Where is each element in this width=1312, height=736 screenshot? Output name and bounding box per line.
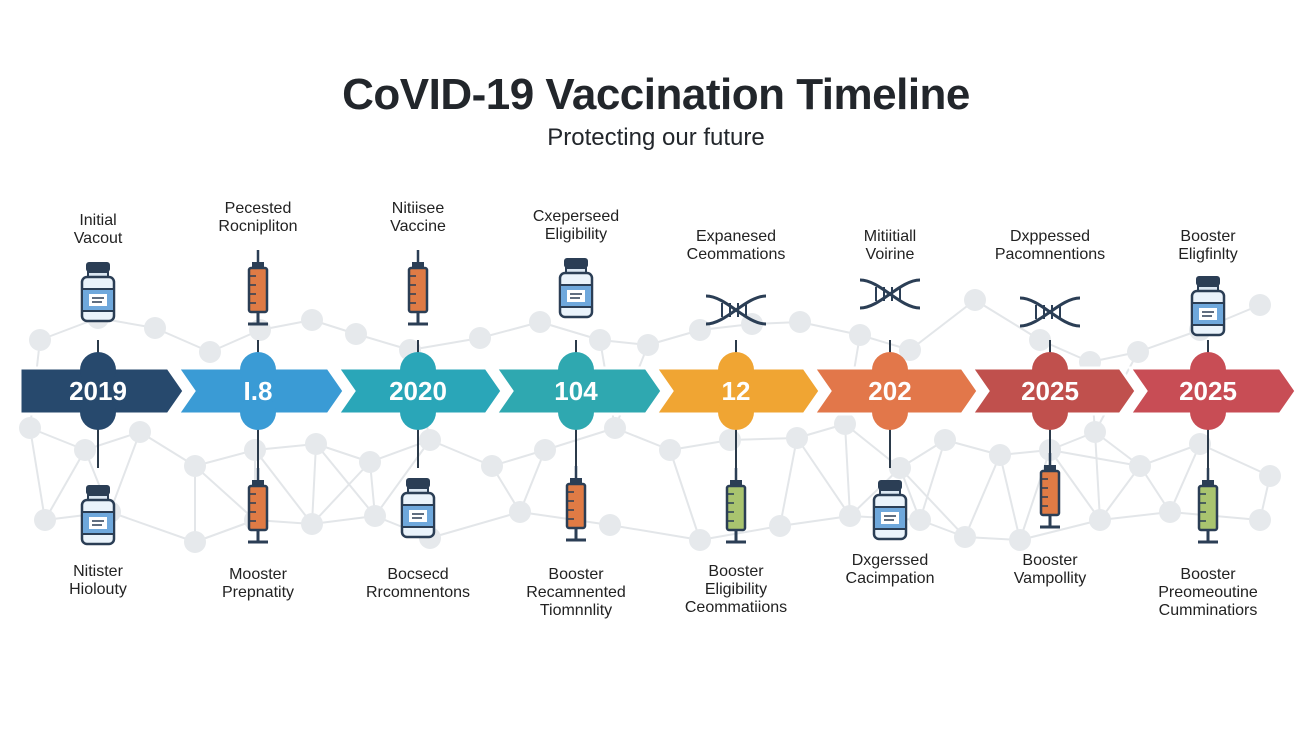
milestone-bottom-label: Mooster Prepnatity [221, 566, 295, 601]
vial-icon [80, 485, 116, 546]
timeline-segment: 2025 [1127, 352, 1298, 430]
segment-bump-top [872, 352, 908, 388]
syringe-icon [565, 466, 587, 542]
segment-bump-bottom [80, 394, 116, 430]
year-label: 2025 [1021, 376, 1079, 406]
segment-bump-bottom [240, 394, 276, 430]
segment-arrow [175, 366, 346, 416]
timeline-segment: 2025 [969, 352, 1138, 430]
segment-bump-top [400, 352, 436, 388]
timeline-segment: 2019 [18, 352, 186, 430]
segment-bump-top [240, 352, 276, 388]
segment-arrow [335, 366, 504, 416]
syringe-icon [407, 250, 429, 326]
year-label: I.8 [244, 376, 273, 406]
segment-bump-bottom [558, 394, 594, 430]
syringe-icon [247, 468, 269, 544]
syringe-icon [1197, 468, 1219, 544]
vial-icon [872, 480, 908, 541]
segment-bump-top [1032, 352, 1068, 388]
segment-bump-top [1190, 352, 1226, 388]
segment-arrow [493, 366, 664, 416]
timeline-segment: I.8 [175, 352, 346, 430]
segment-bump-bottom [1032, 394, 1068, 430]
segment-bump-top [718, 352, 754, 388]
milestone-bottom-label: Dxgerssed Cacimpation [845, 552, 935, 587]
segment-bump-bottom [872, 394, 908, 430]
year-label: 12 [722, 376, 751, 406]
year-label: 2025 [1179, 376, 1237, 406]
dna-icon [859, 278, 921, 310]
milestone-bottom-label: Booster Preomeoutine Cumminatiors [1158, 566, 1258, 619]
timeline-segment: 104 [493, 352, 664, 430]
milestone-top-label: Pecested Rocnipliton [218, 200, 298, 235]
year-label: 202 [868, 376, 911, 406]
vial-icon [80, 262, 116, 323]
year-label: 2019 [69, 376, 127, 406]
segment-arrow [653, 366, 822, 416]
milestone-top-label: Mitiitiall Voirine [863, 228, 917, 263]
milestone-top-label: Dxppessed Pacomnentions [994, 228, 1106, 263]
milestone-top-label: Initial Vacout [73, 212, 123, 247]
syringe-icon [247, 250, 269, 326]
timeline-segment: 2020 [335, 352, 504, 430]
segment-arrow [811, 366, 980, 416]
milestone-bottom-label: Booster Eligibility Ceommatiions [684, 563, 788, 616]
dna-icon [705, 294, 767, 326]
page-subtitle: Protecting our future [547, 124, 765, 151]
timeline-segment: 202 [811, 352, 980, 430]
segment-arrow [969, 366, 1138, 416]
segment-arrow [18, 366, 186, 416]
milestone-top-label: Nitiisee Vaccine [390, 200, 446, 235]
segment-arrow [1127, 366, 1298, 416]
year-label: 2020 [389, 376, 447, 406]
milestone-top-label: Expanesed Ceommations [686, 228, 786, 263]
page-title: CoVID-19 Vaccination Timeline [342, 70, 970, 119]
vial-icon [558, 258, 594, 319]
segment-bump-bottom [1190, 394, 1226, 430]
milestone-bottom-label: Nitister Hiolouty [69, 563, 127, 598]
milestone-bottom-label: Booster Recamnented Tiomnnlity [526, 566, 626, 619]
segment-bump-top [80, 352, 116, 388]
year-label: 104 [554, 376, 598, 406]
syringe-icon [1039, 453, 1061, 529]
segment-bump-bottom [718, 394, 754, 430]
vial-icon [1190, 276, 1226, 337]
milestone-icons [80, 250, 1226, 546]
milestone-top-label: Booster Eligfinlty [1178, 228, 1238, 263]
timeline-segment: 12 [653, 352, 822, 430]
segment-bump-bottom [400, 394, 436, 430]
milestone-bottom-label: Booster Vampollity [1013, 552, 1087, 587]
dna-icon [1019, 296, 1081, 328]
milestone-bottom-label: Bocsecd Rrcomnentons [365, 566, 471, 601]
segment-bump-top [558, 352, 594, 388]
syringe-icon [725, 468, 747, 544]
vial-icon [400, 478, 436, 539]
milestone-top-label: Cxeperseed Eligibility [532, 208, 620, 243]
